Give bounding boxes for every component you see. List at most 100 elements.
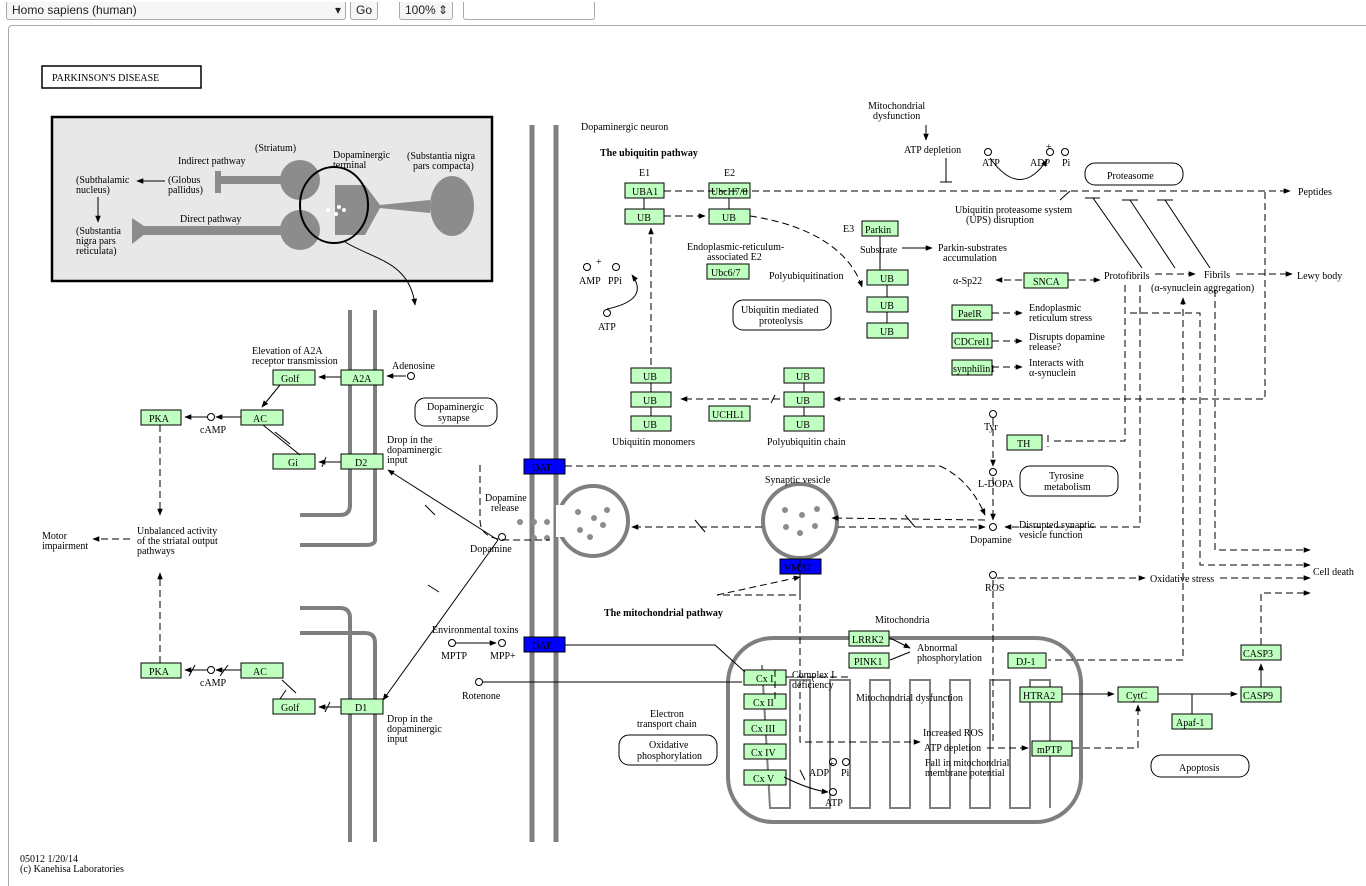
svg-text:CDCrel1: CDCrel1 [954,337,990,348]
svg-text:AC: AC [253,414,267,425]
svg-text:Mitochondria: Mitochondria [875,615,930,626]
svg-text:Pi: Pi [1062,158,1071,169]
svg-text:ADP: ADP [1030,158,1050,169]
svg-text:Ubc6/7: Ubc6/7 [711,268,740,279]
svg-text:UB: UB [880,327,894,338]
svg-text:UBA1: UBA1 [632,187,658,198]
svg-text:A2A: A2A [352,374,372,385]
svg-text:(Globuspallidus): (Globuspallidus) [168,175,203,196]
svg-text:The ubiquitin pathway: The ubiquitin pathway [600,148,698,159]
svg-text:Tyr: Tyr [984,422,998,433]
svg-text:Cx I: Cx I [756,674,774,685]
svg-text:cAMP: cAMP [200,425,227,436]
footer-copyright: (c) Kanehisa Laboratories [20,864,124,875]
svg-text:PPi: PPi [608,276,622,287]
svg-text:cAMP: cAMP [200,678,227,689]
svg-text:PKA: PKA [149,667,170,678]
svg-text:E1: E1 [639,168,650,179]
svg-text:Indirect pathway: Indirect pathway [178,156,245,167]
svg-text:synphilin1: synphilin1 [953,364,995,375]
svg-text:Adenosine: Adenosine [392,361,435,372]
svg-text:Apaf-1: Apaf-1 [1176,718,1204,729]
svg-text:UB: UB [643,372,657,383]
svg-text:Endoplasmicreticulum stress: Endoplasmicreticulum stress [1029,303,1092,324]
svg-text:ATP: ATP [982,158,1000,169]
svg-text:Mitochondrial dysfunction: Mitochondrial dysfunction [856,693,963,704]
svg-text:DAT: DAT [532,463,551,474]
svg-text:CASP9: CASP9 [1243,691,1273,702]
svg-text:UB: UB [796,372,810,383]
svg-text:Elevation of A2Areceptor trans: Elevation of A2Areceptor transmission [252,346,338,367]
svg-text:UB: UB [643,396,657,407]
svg-text:Motorimpairment: Motorimpairment [42,531,88,552]
svg-text:Direct pathway: Direct pathway [180,214,241,225]
svg-text:The mitochondrial pathway: The mitochondrial pathway [604,608,723,619]
svg-text:HTRA2: HTRA2 [1023,691,1055,702]
svg-text:CASP3: CASP3 [1243,649,1273,660]
page-title: PARKINSON'S DISEASE [52,73,159,84]
svg-text:Protofibrils: Protofibrils [1104,271,1150,282]
svg-text:+: + [829,759,835,770]
svg-text:Dopaminergic neuron: Dopaminergic neuron [581,122,668,133]
svg-text:UB: UB [643,420,657,431]
svg-text:(Substantia nigrapars compacta: (Substantia nigrapars compacta) [407,151,476,172]
svg-text:Disrupts dopaminerelease?: Disrupts dopaminerelease? [1029,332,1105,353]
svg-text:DJ-1: DJ-1 [1016,657,1035,668]
svg-text:Tyrosinemetabolism: Tyrosinemetabolism [1044,471,1091,493]
svg-text:+: + [596,257,602,268]
svg-text:D1: D1 [355,703,367,714]
svg-text:(α-synuclein aggregation): (α-synuclein aggregation) [1151,283,1254,294]
svg-text:UB: UB [722,213,736,224]
svg-text:UbcH7/8: UbcH7/8 [711,187,748,198]
svg-text:ATP depletion: ATP depletion [904,145,961,156]
svg-text:Polyubiquitin chain: Polyubiquitin chain [767,437,846,448]
svg-text:Cx IV: Cx IV [751,748,777,759]
label-ubiq-mediated: Ubiquitin mediated [741,305,819,316]
svg-text:LRRK2: LRRK2 [852,635,884,646]
svg-text:Electrontransport chain: Electrontransport chain [637,709,697,730]
svg-text:UB: UB [796,420,810,431]
svg-text:Golf: Golf [281,374,300,385]
svg-text:Cx II: Cx II [753,698,774,709]
svg-text:Ubiquitin proteasome system(UP: Ubiquitin proteasome system(UPS) disrupt… [955,205,1072,226]
label-proteasome: Proteasome [1107,171,1154,182]
svg-text:Fibrils: Fibrils [1204,270,1230,281]
svg-text:Environmental toxins: Environmental toxins [432,625,518,636]
svg-text:Ubiquitin monomers: Ubiquitin monomers [612,437,695,448]
svg-text:UCHL1: UCHL1 [712,410,744,421]
svg-text:MPP+: MPP+ [490,651,516,662]
svg-text:Polyubiquitination: Polyubiquitination [769,271,843,282]
svg-text:Dopamine: Dopamine [470,544,512,555]
svg-text:Substrate: Substrate [860,245,898,256]
svg-text:MPTP: MPTP [441,651,468,662]
svg-text:Cx V: Cx V [753,774,775,785]
svg-text:E3: E3 [843,224,854,235]
svg-text:PaelR: PaelR [958,309,982,320]
svg-text:ATP: ATP [598,322,616,333]
label-apoptosis: Apoptosis [1179,763,1220,774]
svg-text:TH: TH [1017,439,1030,450]
svg-text:AMP: AMP [579,276,601,287]
svg-text:(Striatum): (Striatum) [255,143,296,154]
svg-text:Abnormalphosphorylation: Abnormalphosphorylation [917,643,982,664]
brain-inset: (Striatum) Dopaminergicterminal (Substan… [52,117,492,281]
transporters: DAT VMAT DAT [524,459,821,652]
svg-text:Pi: Pi [841,768,850,779]
svg-text:UB: UB [796,396,810,407]
svg-text:UB: UB [880,274,894,285]
svg-text:ROS: ROS [985,583,1004,594]
svg-text:Peptides: Peptides [1298,187,1332,198]
svg-text:Synaptic vesicle: Synaptic vesicle [765,475,831,486]
svg-text:+: + [1046,142,1052,153]
svg-text:PKA: PKA [149,414,170,425]
svg-text:Rotenone: Rotenone [462,691,501,702]
svg-text:α-Sp22: α-Sp22 [953,276,982,287]
svg-text:E2: E2 [724,168,735,179]
svg-text:Increased ROS: Increased ROS [923,728,983,739]
svg-text:D2: D2 [355,458,367,469]
